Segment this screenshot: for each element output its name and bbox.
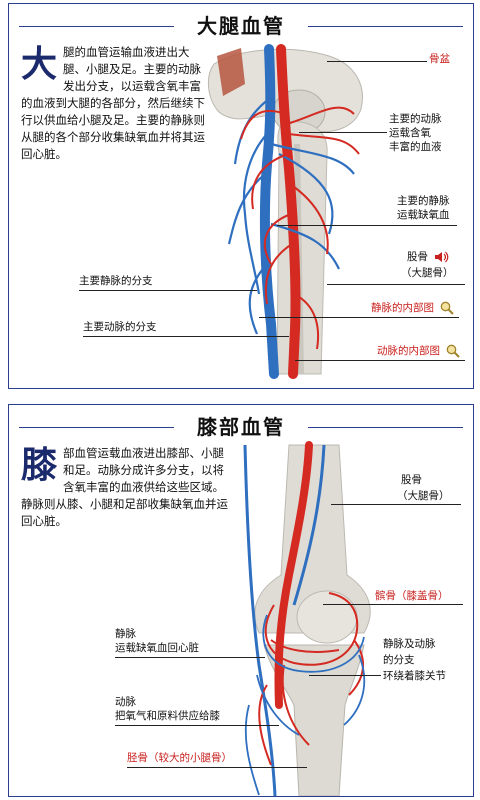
knee-label-femur-2: （大腿骨）: [397, 490, 450, 502]
label-knee-vein-1: 静脉: [115, 628, 136, 640]
pointer-branches: [309, 675, 381, 676]
label-artery-interior[interactable]: 动脉的内部图: [377, 344, 461, 358]
main-vein: [259, 44, 279, 379]
label-vein-interior-text: 静脉的内部图: [371, 302, 434, 314]
magnifier-icon[interactable]: [440, 301, 455, 315]
label-main-vein-1: 主要的静脉: [397, 195, 450, 207]
label-vein-interior[interactable]: 静脉的内部图: [371, 301, 455, 315]
label-knee-artery-2: 把氧气和原料供应给膝: [115, 710, 220, 722]
tibia-bone: [263, 644, 365, 796]
pointer-main-artery: [299, 132, 387, 133]
knee-main-vein: [243, 444, 277, 796]
label-knee-vein-2: 运载缺氧血回心脏: [115, 642, 199, 654]
pointer-femur: [327, 284, 465, 285]
knee-title-bar: 膝部血管: [9, 405, 473, 447]
knee-intro-text: 部血管运载血液进出膝部、小腿和足。动脉分成许多分支，以将含氧丰富的血液供给这些区…: [21, 446, 228, 528]
title-rule-right: [308, 427, 463, 428]
label-main-artery-3: 丰富的血液: [389, 141, 442, 153]
knee-title: 膝部血管: [197, 415, 285, 439]
pointer-knee-vein: [115, 657, 265, 658]
thigh-title-bar: 大腿血管: [9, 4, 473, 46]
label-main-vein-2: 运载缺氧血: [397, 209, 450, 221]
label-femur-2: （大腿骨）: [401, 267, 454, 279]
muscle-fragment: [217, 48, 245, 96]
thigh-intro: 大腿的血管运输血液进出大腿、小腿及足。主要的动脉发出分支，以运载含氧丰富的血液到…: [21, 44, 209, 163]
label-femur-1-text: 股骨: [407, 251, 428, 263]
knee-main-artery: [274, 441, 313, 709]
label-femur-1: 股骨: [407, 250, 450, 264]
label-artery-interior-text: 动脉的内部图: [377, 345, 440, 357]
title-rule-left: [19, 427, 174, 428]
knee-label-femur-1: 股骨: [401, 474, 422, 486]
pointer-patella: [323, 604, 463, 605]
pointer-artery-interior: [295, 360, 465, 361]
knee-intro-initial: 膝: [21, 444, 58, 486]
label-tibia: 胫骨（较大的小腿骨）: [127, 752, 232, 764]
title-rule-left: [19, 26, 174, 27]
pointer-knee-femur: [331, 504, 461, 505]
speaker-icon[interactable]: [434, 251, 450, 263]
pointer-pelvis: [327, 61, 427, 62]
knee-illustration: [243, 441, 371, 796]
thigh-intro-text: 腿的血管运输血液进出大腿、小腿及足。主要的动脉发出分支，以运载含氧丰富的血液到大…: [21, 45, 205, 161]
label-branches-1: 静脉及动脉: [383, 638, 436, 650]
label-knee-artery-1: 动脉: [115, 696, 136, 708]
thigh-panel: 大腿血管: [8, 3, 474, 389]
label-pelvis: 骨盆: [429, 53, 450, 65]
title-rule-right: [308, 26, 463, 27]
label-main-artery-1: 主要的动脉: [389, 113, 442, 125]
thigh-illustration: [207, 44, 363, 379]
label-branches-2: 的分支: [383, 654, 415, 666]
knee-intro: 膝部血管运载血液进出膝部、小腿和足。动脉分成许多分支，以将含氧丰富的血液供给这些…: [21, 445, 231, 530]
label-branches-3: 环绕着膝关节: [383, 670, 446, 682]
pointer-main-vein: [277, 225, 457, 226]
pointer-vein-branch: [79, 290, 257, 291]
pointer-tibia: [127, 767, 307, 768]
magnifier-icon[interactable]: [446, 344, 461, 358]
knee-panel: 膝部血管 膝部血管运载血液进出膝部、小腿和足。动脉分成许多分支，以将含氧丰富的: [8, 404, 474, 797]
pointer-artery-branch: [83, 336, 289, 337]
pointer-vein-interior: [259, 317, 459, 318]
label-main-artery-2: 运载含氧: [389, 127, 431, 139]
label-vein-branch: 主要静脉的分支: [79, 275, 153, 287]
pointer-knee-artery: [115, 725, 279, 726]
label-patella: 髌骨（膝盖骨）: [375, 590, 449, 602]
patella-bone: [296, 590, 358, 644]
thigh-title: 大腿血管: [197, 14, 285, 38]
label-artery-branch: 主要动脉的分支: [83, 321, 157, 333]
thigh-intro-initial: 大: [21, 43, 58, 85]
